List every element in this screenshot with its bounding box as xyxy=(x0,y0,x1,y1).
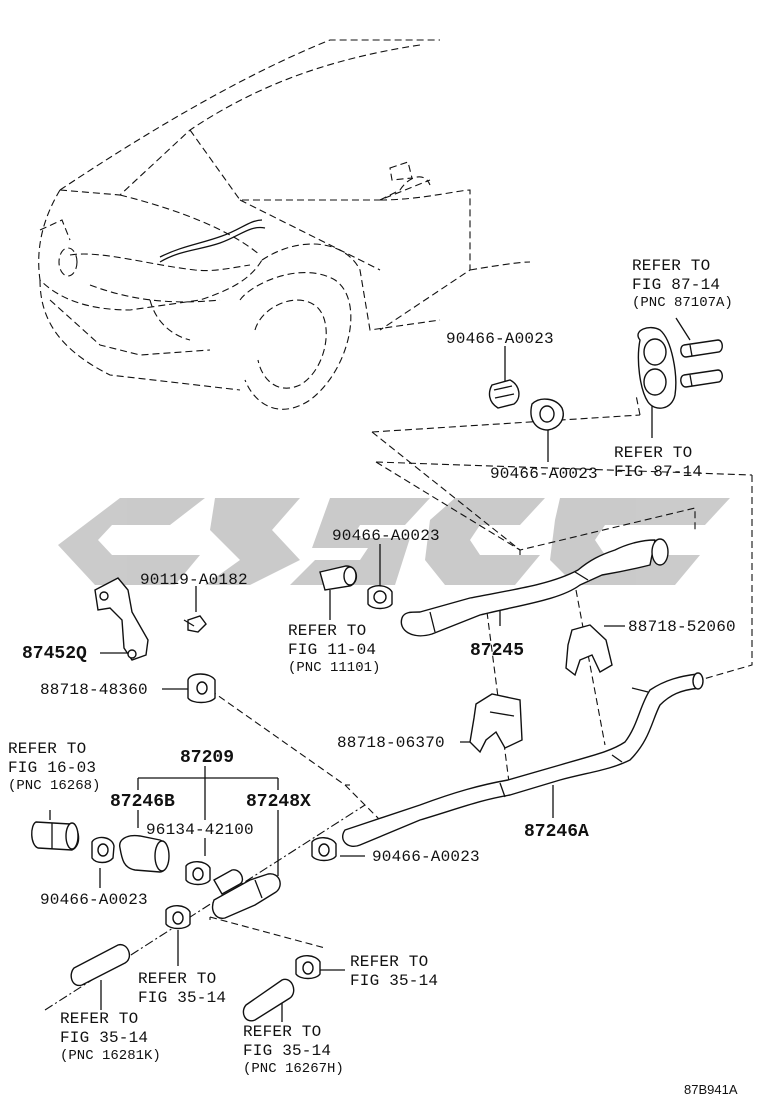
ref-line: REFER TO xyxy=(8,740,86,758)
part-labels: 90466-A0023 90466-A0023 90466-A0023 9046… xyxy=(22,330,736,909)
pipe-16267H xyxy=(242,978,295,1022)
label-87209: 87209 xyxy=(180,748,234,768)
clamp-96134 xyxy=(185,861,211,886)
clamp-bottom xyxy=(295,955,321,980)
ref-line: FIG 35-14 xyxy=(243,1042,331,1060)
ref-pnc: (PNC 87107A) xyxy=(632,295,733,311)
label-87245: 87245 xyxy=(470,641,524,661)
label-87248x: 87248X xyxy=(246,792,311,812)
engine-pipe-11101 xyxy=(319,565,357,591)
label-90466-a0023-left: 90466-A0023 xyxy=(40,891,148,909)
ref-pnc: (PNC 16268) xyxy=(8,778,100,794)
clamp-upper xyxy=(488,379,520,409)
label-90466-a0023-engine: 90466-A0023 xyxy=(332,527,440,545)
ref-fig-35-14-d: REFER TO FIG 35-14 (PNC 16267H) xyxy=(243,1023,344,1077)
ref-line: FIG 35-14 xyxy=(350,972,438,990)
pipe-16281K xyxy=(70,944,131,987)
ref-line: REFER TO xyxy=(614,444,692,462)
clamp-lower-right xyxy=(311,837,337,862)
grommet xyxy=(637,326,677,409)
reference-labels: REFER TO FIG 87-14 (PNC 87107A) REFER TO… xyxy=(8,257,733,1077)
diagram-id: 87B941A xyxy=(684,1082,738,1097)
ref-line: FIG 87-14 xyxy=(632,276,720,294)
label-96134-42100: 96134-42100 xyxy=(146,821,254,839)
ref-line: FIG 35-14 xyxy=(60,1029,148,1047)
ref-pnc: (PNC 11101) xyxy=(288,660,380,676)
ref-line: REFER TO xyxy=(60,1010,138,1028)
ref-line: REFER TO xyxy=(243,1023,321,1041)
ref-fig-35-14-a: REFER TO FIG 35-14 xyxy=(138,970,226,1007)
ref-line: REFER TO xyxy=(632,257,710,275)
hose-87245 xyxy=(400,538,669,637)
leader-lines xyxy=(49,317,691,1022)
ref-line: FIG 87-14 xyxy=(614,463,702,481)
label-87246b: 87246B xyxy=(110,792,175,812)
label-87246a: 87246A xyxy=(524,822,589,842)
hose-87246A xyxy=(342,672,704,847)
ref-line: FIG 35-14 xyxy=(138,989,226,1007)
bracket-87452Q xyxy=(94,577,149,661)
label-90466-a0023-top: 90466-A0023 xyxy=(446,330,554,348)
ref-fig-16-03: REFER TO FIG 16-03 (PNC 16268) xyxy=(8,740,100,794)
clip-88718-52060 xyxy=(565,624,613,677)
ref-line: FIG 11-04 xyxy=(288,641,376,659)
bolt-90119 xyxy=(183,615,207,633)
ref-fig-11-04: REFER TO FIG 11-04 (PNC 11101) xyxy=(288,622,380,676)
clamp-mid xyxy=(367,585,393,610)
clamp-lower-left xyxy=(91,836,115,864)
vehicle-outline xyxy=(38,39,531,410)
ref-line: REFER TO xyxy=(138,970,216,988)
clip-88718-48360 xyxy=(187,673,216,704)
ref-pnc: (PNC 16281K) xyxy=(60,1048,161,1064)
ref-fig-35-14-c: REFER TO FIG 35-14 (PNC 16281K) xyxy=(60,1010,161,1064)
label-88718-52060: 88718-52060 xyxy=(628,618,736,636)
pipe-16268 xyxy=(31,821,80,851)
ref-fig-87-14-mid: REFER TO FIG 87-14 xyxy=(614,444,702,481)
ref-fig-35-14-b: REFER TO FIG 35-14 xyxy=(350,953,438,990)
label-90466-a0023-right: 90466-A0023 xyxy=(372,848,480,866)
clamp-lower-mid xyxy=(165,905,191,930)
label-88718-06370: 88718-06370 xyxy=(337,734,445,752)
ref-line: REFER TO xyxy=(350,953,428,971)
ref-pnc: (PNC 16267H) xyxy=(243,1061,344,1077)
label-88718-48360: 88718-48360 xyxy=(40,681,148,699)
ref-fig-87-14-top: REFER TO FIG 87-14 (PNC 87107A) xyxy=(632,257,733,311)
clip-88718-06370 xyxy=(469,693,523,754)
ref-line: FIG 16-03 xyxy=(8,759,96,777)
hose-87246B xyxy=(119,834,170,873)
ref-line: REFER TO xyxy=(288,622,366,640)
label-87452q: 87452Q xyxy=(22,644,87,664)
label-90119-a0182: 90119-A0182 xyxy=(140,571,248,589)
clamp-lower xyxy=(530,398,564,431)
label-90466-a0023-mid: 90466-A0023 xyxy=(490,465,598,483)
valve-87248X xyxy=(211,869,281,919)
heater-pipes xyxy=(680,339,723,388)
